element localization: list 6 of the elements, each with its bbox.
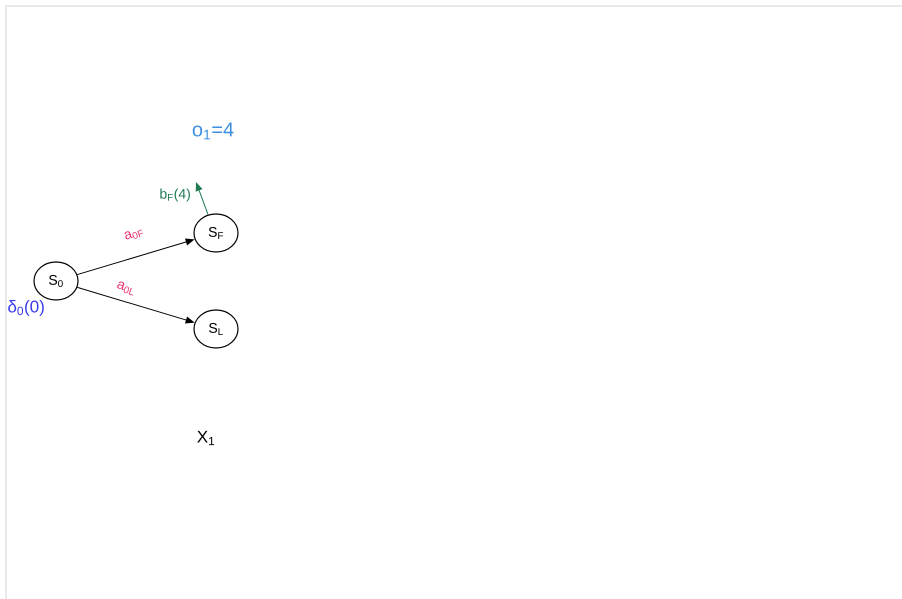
label: o$_{1}$=4 <box>192 122 234 140</box>
edge-label: a$_{0F}$ <box>124 229 144 240</box>
edge-label: b$_{F}$(4) <box>160 188 190 202</box>
state-label: δ$_{0}$(0) <box>8 300 44 316</box>
edge-label: a$_{0L}$ <box>117 281 133 296</box>
label: X$_{1}$ <box>197 430 214 446</box>
